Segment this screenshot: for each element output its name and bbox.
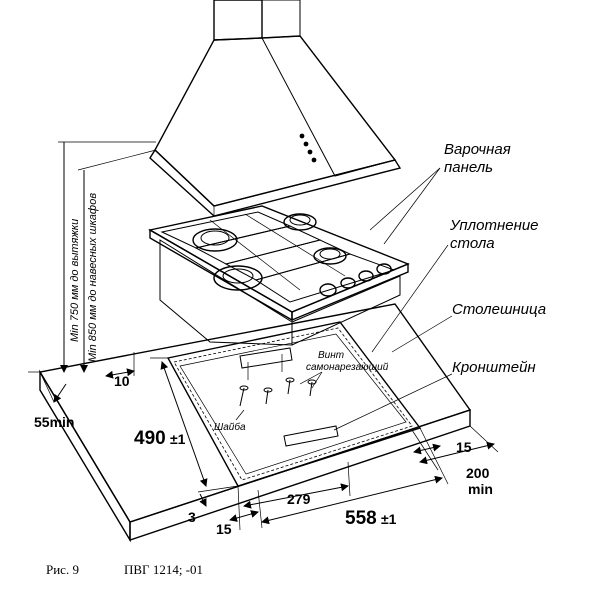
label-min-850: Min 850 мм до навесных шкафов: [87, 193, 99, 362]
burner-1: [192, 228, 238, 252]
burner-2: [283, 213, 317, 231]
dim-558-tol: ±1: [381, 511, 397, 527]
label-hob-line1: Варочная: [444, 141, 511, 158]
dim-279: 279: [287, 491, 311, 507]
range-hood: [149, 0, 402, 217]
dimension-lines: [39, 352, 499, 531]
caption-figure: Рис. 9: [46, 562, 79, 577]
label-screw-line2: самонарезающий: [306, 362, 389, 373]
label-seal-line2: стола: [450, 235, 495, 252]
dim-558: 558: [345, 508, 377, 529]
dim-490: 490: [134, 428, 166, 449]
screws: [239, 377, 317, 407]
control-knobs: [319, 263, 392, 297]
label-seal-line1: Уплотнение: [449, 217, 539, 234]
gas-hob: [148, 205, 410, 346]
burner-3: [213, 265, 263, 291]
label-hob-line2: панель: [444, 159, 493, 176]
cutout: [166, 321, 422, 487]
dim-55min: 55min: [34, 414, 74, 430]
label-washer: Шайба: [214, 421, 246, 433]
bracket-top: [239, 347, 293, 380]
label-bracket: Кронштейн: [452, 359, 536, 376]
vertical-dimension: Min 750 мм до вытяжки Min 850 мм до наве…: [58, 141, 157, 373]
label-screw-line1: Винт: [318, 350, 344, 361]
leader-lines: [235, 167, 453, 431]
dim-490-tol: ±1: [170, 431, 186, 447]
dim-15-bottom: 15: [216, 521, 232, 537]
dim-200: 200: [466, 465, 490, 481]
dim-10: 10: [114, 373, 130, 389]
bracket-bottom: [283, 425, 339, 447]
label-min-750: Min 750 мм до вытяжки: [69, 219, 81, 342]
burner-4: [313, 247, 347, 265]
dim-3: 3: [188, 509, 196, 525]
dim-15-right: 15: [456, 439, 472, 455]
caption-model: ПВГ 1214; -01: [124, 562, 203, 577]
hood-buttons: [299, 133, 317, 163]
label-countertop: Столешница: [452, 301, 546, 318]
dim-200-min: min: [468, 481, 493, 497]
